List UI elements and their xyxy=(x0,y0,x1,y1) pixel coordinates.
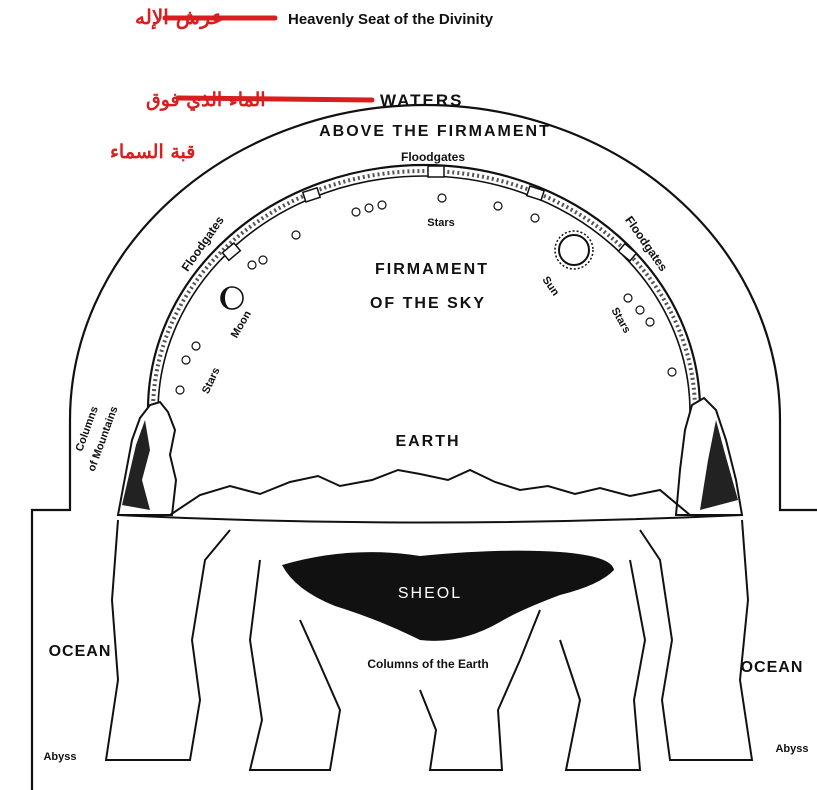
sun-label: Sun xyxy=(540,274,562,298)
abyss-right-label: Abyss xyxy=(775,743,808,755)
sheol-label: SHEOL xyxy=(398,585,462,602)
throne-english-label: Heavenly Seat of the Divinity xyxy=(288,11,494,28)
waters-arabic-label-1: الماء الذي فوق xyxy=(146,89,266,112)
stars-right-label: Stars xyxy=(609,306,633,336)
columns-earth-label: Columns of the Earth xyxy=(367,657,488,671)
abyss-left-label: Abyss xyxy=(43,751,76,763)
waters-label: WATERS xyxy=(380,91,463,110)
sun-icon xyxy=(555,231,593,269)
stars-left-label: Stars xyxy=(200,366,223,396)
waters-arabic-label-2: قبة السماء xyxy=(110,141,195,163)
stars-group xyxy=(176,194,676,394)
throne-arabic-label: عرش الإله xyxy=(135,5,223,30)
stars-top-label: Stars xyxy=(427,217,455,229)
earth-ridge xyxy=(170,470,690,515)
firmament-label-2: OF THE SKY xyxy=(370,295,486,312)
moon-icon xyxy=(221,287,243,309)
floodgates-top-label: Floodgates xyxy=(401,150,465,164)
firmament-label-1: FIRMAMENT xyxy=(375,261,489,278)
moon-label: Moon xyxy=(229,309,254,341)
earth-label: EARTH xyxy=(395,433,460,450)
ocean-left-label: OCEAN xyxy=(49,643,112,660)
ocean-right-label: OCEAN xyxy=(741,659,804,676)
earth-surface xyxy=(118,515,742,523)
above-firmament-label: ABOVE THE FIRMAMENT xyxy=(319,123,551,140)
